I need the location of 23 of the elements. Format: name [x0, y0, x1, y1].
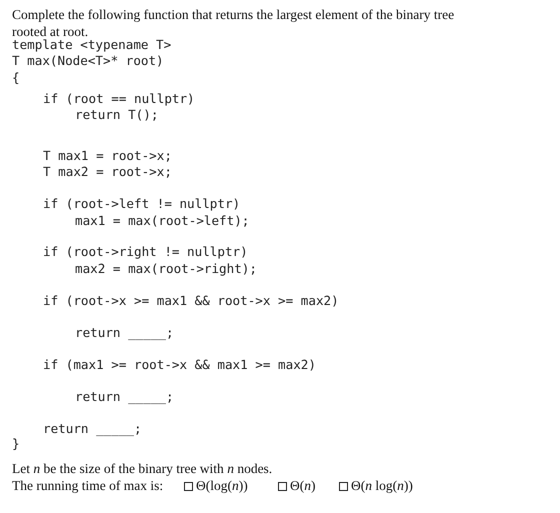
code-line: if (root->left != nullptr)	[43, 196, 240, 212]
answer-option-label: Θ(n)	[290, 478, 316, 494]
code-line: return _____;	[43, 421, 142, 437]
code-line: }	[12, 436, 20, 452]
code-line: if (root->x >= max1 && root->x >= max2)	[43, 293, 339, 309]
code-line: max2 = max(root->right);	[75, 261, 257, 277]
code-line: max1 = max(root->left);	[75, 213, 250, 229]
question-text: Let n be the size of the binary tree with n nodes.	[12, 461, 272, 477]
question-text: The running time of max is:	[12, 478, 164, 494]
code-line: return _____;	[75, 325, 174, 341]
answer-option-label: Θ(log(n))	[196, 478, 248, 494]
code-line: {	[12, 70, 20, 86]
code-line: template <typename T>	[12, 37, 172, 53]
code-line: return T();	[75, 107, 158, 123]
answer-option-label: Θ(n log(n))	[351, 478, 413, 494]
code-line: return _____;	[75, 389, 174, 405]
instruction-text: Complete the following function that returns the largest element of the binary tree rooted at root.	[12, 6, 456, 39]
code-line: T max2 = root->x;	[43, 164, 172, 180]
code-line: if (max1 >= root->x && max1 >= max2)	[43, 357, 316, 373]
code-line: T max(Node<T>* root)	[12, 53, 164, 69]
code-line: if (root->right != nullptr)	[43, 244, 248, 260]
code-line: if (root == nullptr)	[43, 91, 195, 107]
code-line: T max1 = root->x;	[43, 148, 172, 164]
